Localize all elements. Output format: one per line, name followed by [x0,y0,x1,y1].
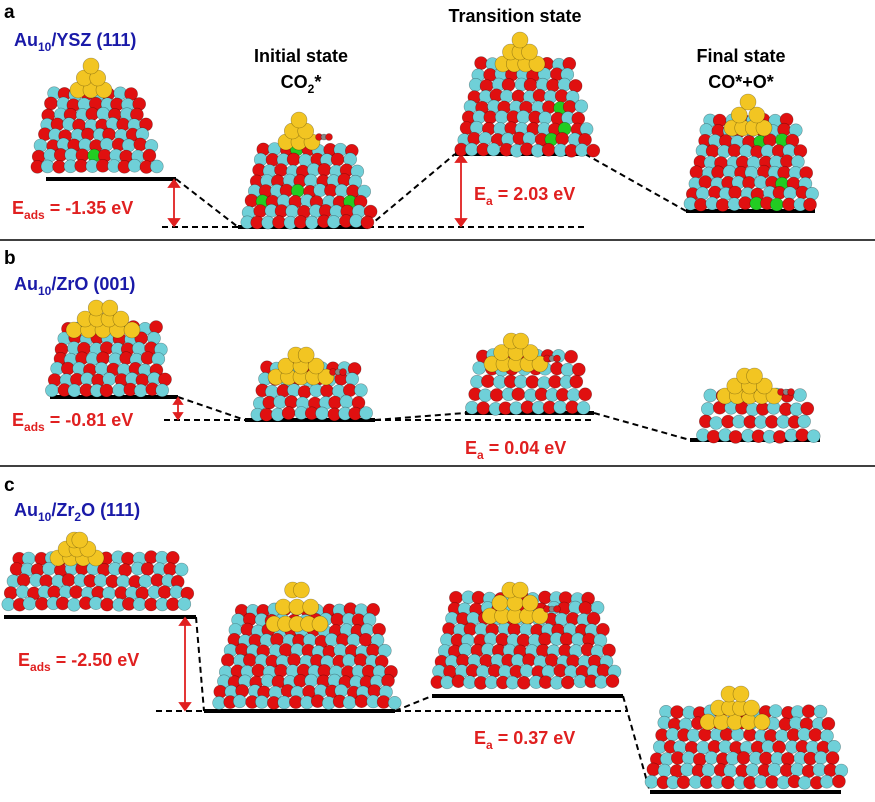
initial-state-title: Initial state [254,46,348,66]
panel-a-ea-label: Ea = 2.03 eV [474,184,575,208]
structure-b-gas [45,299,172,398]
structure-b-transition [465,332,593,416]
panel-a-arrows [167,153,468,228]
structure-c-initial [212,581,402,710]
panel-a-connectors [162,153,687,228]
final-state-title: Final state [696,46,785,66]
structure-b-initial [250,346,373,422]
panel-b-letter: b [4,248,16,269]
panel-b-ea-label: Ea = 0.04 eV [465,438,566,462]
panel-c-system-label: Au10/Zr2O (111) [14,500,140,524]
structure-c-transition [430,581,622,690]
panel-c: c Au10/Zr2O (111) Eads = -2.50 eV Ea = 0… [1,475,849,794]
panel-c-arrows [178,616,192,712]
panel-c-letter: c [4,475,15,496]
structure-a-transition [454,31,601,158]
panel-c-connectors [156,616,651,793]
structure-a-gas [30,57,164,174]
panel-b: b Au10/ZrO (001) Eads = -0.81 eV Ea = 0.… [4,248,821,462]
final-state-species: CO*+O* [708,72,774,92]
structure-c-gas [1,531,195,612]
panel-a: a Au10/YSZ (111) Initial state CO2* Tran… [4,2,819,230]
panel-b-eads-label: Eads = -0.81 eV [12,410,133,434]
panel-a-system-label: Au10/YSZ (111) [14,30,136,54]
panel-c-ea-label: Ea = 0.37 eV [474,728,575,752]
panel-a-letter: a [4,2,15,23]
structure-a-final [683,93,819,212]
structure-a-initial [240,111,378,230]
panel-b-connectors [164,396,691,441]
panel-b-system-label: Au10/ZrO (001) [14,274,135,298]
panel-a-eads-label: Eads = -1.35 eV [12,198,133,222]
panel-b-arrows [172,396,184,421]
structure-c-final [644,685,849,790]
structure-b-final [696,367,821,444]
transition-state-title: Transition state [448,6,581,26]
initial-state-species: CO2* [281,72,322,96]
panel-c-eads-label: Eads = -2.50 eV [18,650,139,674]
